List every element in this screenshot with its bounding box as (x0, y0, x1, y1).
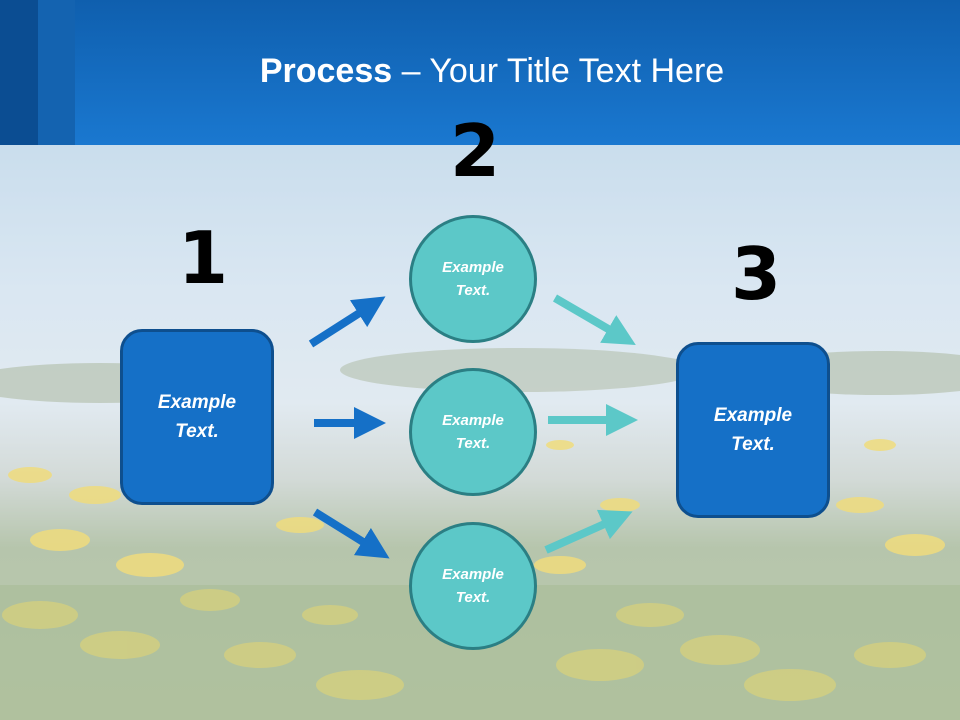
step-number-1: 1 (178, 216, 229, 300)
arrow-1-to-2-bottom (312, 508, 390, 559)
arrow-2-top-to-3 (552, 294, 636, 346)
arrow-2-bottom-to-3 (544, 509, 633, 554)
step-2-bottom-text: Example Text. (442, 566, 504, 606)
page-title: Process – Your Title Text Here (0, 52, 960, 91)
header-accent-stripe (38, 0, 75, 145)
step-1-text: Example Text. (157, 392, 237, 442)
title-rest-part: – Your Title Text Here (392, 52, 725, 90)
header-accent-stripe (0, 0, 38, 145)
arrow-1-to-2-top (308, 296, 386, 348)
step-2-circle-bottom: Example Text. (409, 522, 537, 650)
title-header: Process – Your Title Text Here (0, 0, 960, 145)
step-2-top-text: Example Text. (442, 259, 504, 299)
title-bold-part: Process (259, 52, 393, 90)
dandelion-field (0, 348, 960, 720)
step-2-circle-top: Example Text. (409, 215, 537, 343)
step-3-box: Example Text. (676, 342, 830, 518)
step-2-circle-middle: Example Text. (409, 368, 537, 496)
step-number-2: 2 (450, 109, 501, 193)
step-3-text: Example Text. (713, 405, 793, 455)
step-number-3: 3 (731, 232, 782, 316)
step-1-box: Example Text. (120, 329, 274, 505)
step-2-middle-text: Example Text. (442, 412, 504, 452)
